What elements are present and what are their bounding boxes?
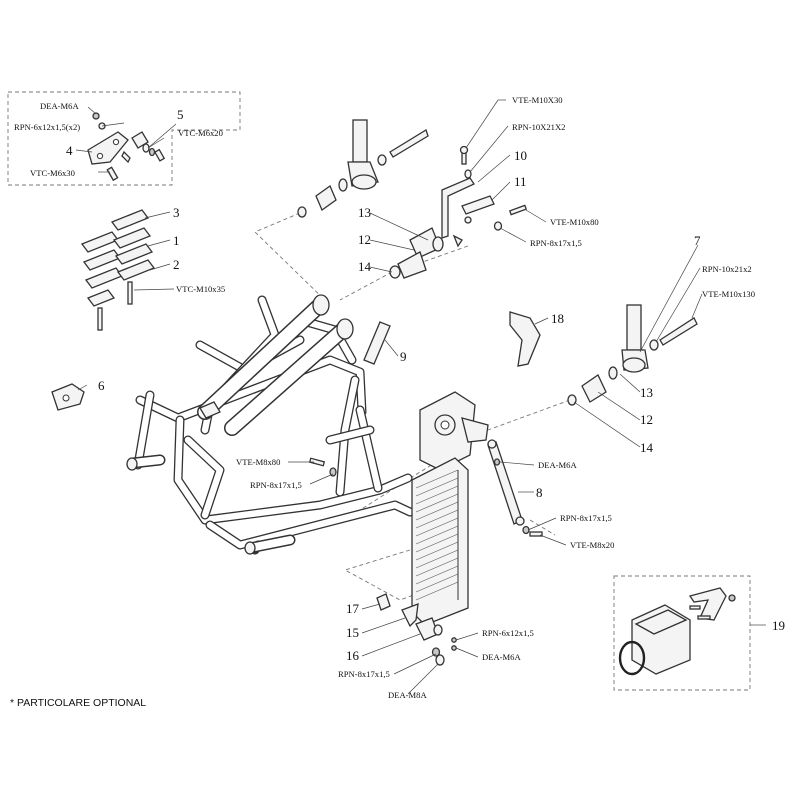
- assembly-line-upper2: [339, 271, 393, 301]
- part-code-labels: DEA-M6A RPN-6x12x1,5(x2) VTC-M6x20 VTC-M…: [14, 95, 755, 700]
- label-vte-m10x30: VTE-M10X30: [512, 95, 563, 105]
- label-vtc-m10x35: VTC-M10x35: [176, 284, 225, 294]
- optional-kit-parts: [618, 587, 736, 676]
- callout-numbers: 5 4 3 1 2 6 10 11 13 12 14 9 18 7 13 12 …: [66, 107, 785, 663]
- label-rpn-8x17-c: RPN-8x17x1,5: [560, 513, 612, 523]
- callout-19: 19: [772, 618, 785, 633]
- optional-kit-group-box: [613, 575, 751, 691]
- callout-5: 5: [177, 107, 184, 122]
- assembly-line-right: [487, 399, 571, 431]
- optional-part-footnote: * PARTICOLARE OPTIONAL: [10, 697, 146, 709]
- assembly-line-rod: [529, 519, 556, 536]
- label-vte-m10x80: VTE-M10x80: [550, 217, 599, 227]
- label-rpn-6x12: RPN-6x12x1,5: [482, 628, 534, 638]
- label-dea-m6a-mid: DEA-M6A: [538, 460, 577, 470]
- callout-8: 8: [536, 485, 543, 500]
- label-dea-m6a-top: DEA-M6A: [40, 101, 79, 111]
- label-rpn-8x17-a: RPN-8x17x1,5: [530, 238, 582, 248]
- callout-11: 11: [514, 174, 527, 189]
- label-vte-m10x130: VTE-M10x130: [702, 289, 755, 299]
- callout-10: 10: [514, 148, 527, 163]
- label-rpn-8x17-b: RPN-8x17x1,5: [250, 480, 302, 490]
- callout-17: 17: [346, 601, 360, 616]
- right-pivot-assembly: [567, 304, 698, 406]
- assembly-line-lower: [343, 549, 456, 601]
- callout-14-right: 14: [640, 440, 654, 455]
- frame-chassis: [126, 294, 489, 555]
- assembly-line-upper3: [399, 245, 469, 271]
- callout-2: 2: [173, 257, 180, 272]
- callout-1: 1: [173, 233, 180, 248]
- fixing-kit-group-box: [7, 91, 241, 186]
- callout-13-right: 13: [640, 385, 653, 400]
- fixing-kit-parts: [87, 112, 166, 182]
- callout-13-left: 13: [358, 205, 371, 220]
- label-rpn-8x17-d: RPN-8x17x1,5: [338, 669, 390, 679]
- callout-9: 9: [400, 349, 407, 364]
- label-vtc-m6x20: VTC-M6x20: [178, 128, 223, 138]
- label-vte-m8x80: VTE-M8x80: [236, 457, 280, 467]
- left-pivot-assembly: [297, 119, 444, 279]
- callout-4: 4: [66, 143, 73, 158]
- callout-12-right: 12: [640, 412, 653, 427]
- callout-12-left: 12: [358, 232, 371, 247]
- label-rpn-6x12-x2: RPN-6x12x1,5(x2): [14, 122, 80, 132]
- assembly-line-upper: [254, 212, 331, 306]
- label-rpn-10x21x2-b: RPN-10x21x2: [702, 264, 752, 274]
- callout-6: 6: [98, 378, 105, 393]
- callout-18: 18: [551, 311, 564, 326]
- label-rpn-10x21x2-a: RPN-10X21X2: [512, 122, 565, 132]
- radiator: [411, 457, 469, 626]
- callout-15: 15: [346, 625, 359, 640]
- callout-3: 3: [173, 205, 180, 220]
- pedal-pads: [80, 209, 156, 331]
- callout-16: 16: [346, 648, 360, 663]
- label-vte-m8x20: VTE-M8x20: [570, 540, 614, 550]
- label-dea-m6a-bot: DEA-M6A: [482, 652, 521, 662]
- label-dea-m8a: DEA-M8A: [388, 690, 427, 700]
- callout-14-left: 14: [358, 259, 372, 274]
- label-vtc-m6x30: VTC-M6x30: [30, 168, 75, 178]
- leader-lines: [75, 99, 766, 695]
- misc-parts: [51, 311, 543, 537]
- callout-7: 7: [694, 233, 701, 248]
- brackets-10-11: [441, 145, 528, 248]
